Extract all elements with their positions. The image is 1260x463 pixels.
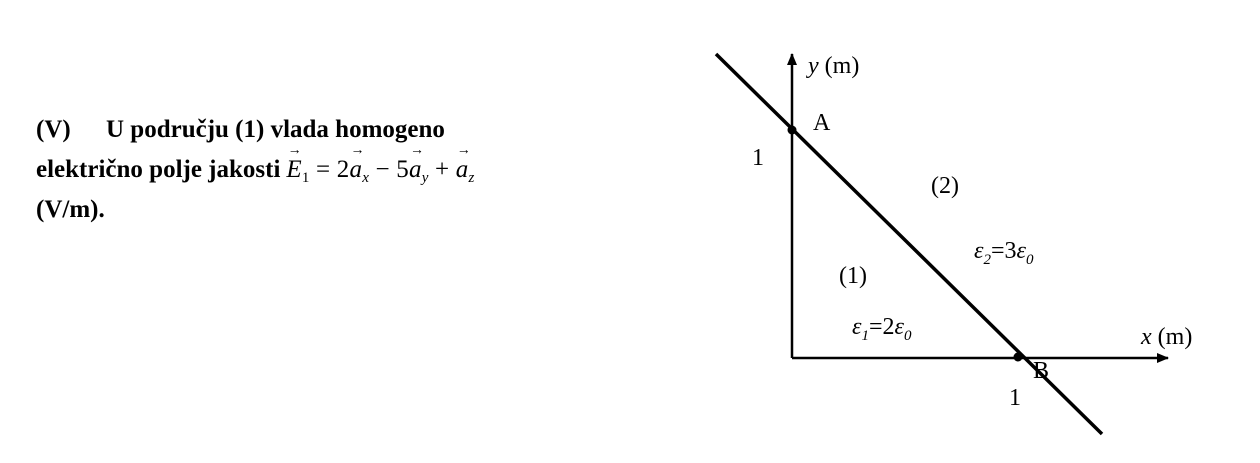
field-equation: E1 = 2ax − 5ay + az	[286, 131, 475, 186]
epsilon-2-subscript: 2	[983, 252, 991, 268]
epsilon-1-label: ε1=2ε0	[852, 314, 912, 344]
problem-statement: (V) U području (1) vlada homogeno elektri…	[36, 110, 636, 230]
unit-vector-ay: a	[409, 131, 422, 190]
y-axis-variable: y	[806, 53, 819, 79]
field-minus-term: − 5	[369, 156, 409, 183]
boundary-line	[714, 52, 1104, 436]
y-axis-unit: (m)	[819, 53, 860, 79]
epsilon-0-symbol-2: ε	[1017, 238, 1027, 264]
y-tick-label: 1	[752, 145, 764, 171]
y-axis-label: y (m)	[806, 53, 859, 79]
x-axis-label: x (m)	[1140, 324, 1192, 350]
point-a-label: A	[813, 110, 831, 136]
problem-text-1: U području (1) vlada homogeno	[106, 116, 445, 143]
field-vector-symbol: E	[286, 131, 302, 190]
point-b-label: B	[1033, 358, 1049, 384]
epsilon-1-subscript: 1	[861, 328, 869, 344]
problem-line-2: električno polje jakostiE1 = 2ax − 5ay +…	[36, 131, 636, 190]
unit-vector-az-subscript: z	[468, 170, 475, 186]
problem-text-3: (V/m).	[36, 196, 105, 223]
epsilon-0-subscript-1: 0	[904, 328, 912, 344]
point-b-marker	[1013, 352, 1023, 362]
epsilon-2-label: ε2=3ε0	[974, 238, 1034, 268]
unit-vector-ax: a	[350, 131, 363, 190]
field-plus-term: +	[428, 156, 456, 183]
x-axis-variable: x	[1140, 324, 1152, 350]
epsilon-1-equals: =2	[869, 314, 895, 340]
epsilon-1-symbol: ε	[852, 314, 862, 340]
unit-vector-ax-subscript: x	[362, 170, 370, 186]
epsilon-0-symbol-1: ε	[895, 314, 905, 340]
point-a-marker	[787, 125, 797, 135]
epsilon-2-symbol: ε	[974, 238, 984, 264]
x-tick-label: 1	[1009, 385, 1021, 411]
problem-line-1: (V) U području (1) vlada homogeno	[36, 110, 636, 150]
epsilon-0-subscript-2: 0	[1026, 252, 1034, 268]
region-1-label: (1)	[839, 263, 867, 289]
problem-tag: (V)	[36, 116, 71, 143]
region-2-label: (2)	[931, 173, 959, 199]
epsilon-2-equals: =3	[991, 238, 1017, 264]
unit-vector-az: a	[456, 131, 469, 190]
problem-line-3: (V/m).	[36, 190, 636, 230]
field-equals-term: = 2	[309, 156, 350, 183]
unit-vector-ay-subscript: y	[421, 170, 429, 186]
problem-text-2: električno polje jakosti	[36, 156, 281, 183]
x-axis-unit: (m)	[1152, 324, 1193, 350]
field-vector-subscript: 1	[301, 170, 310, 186]
